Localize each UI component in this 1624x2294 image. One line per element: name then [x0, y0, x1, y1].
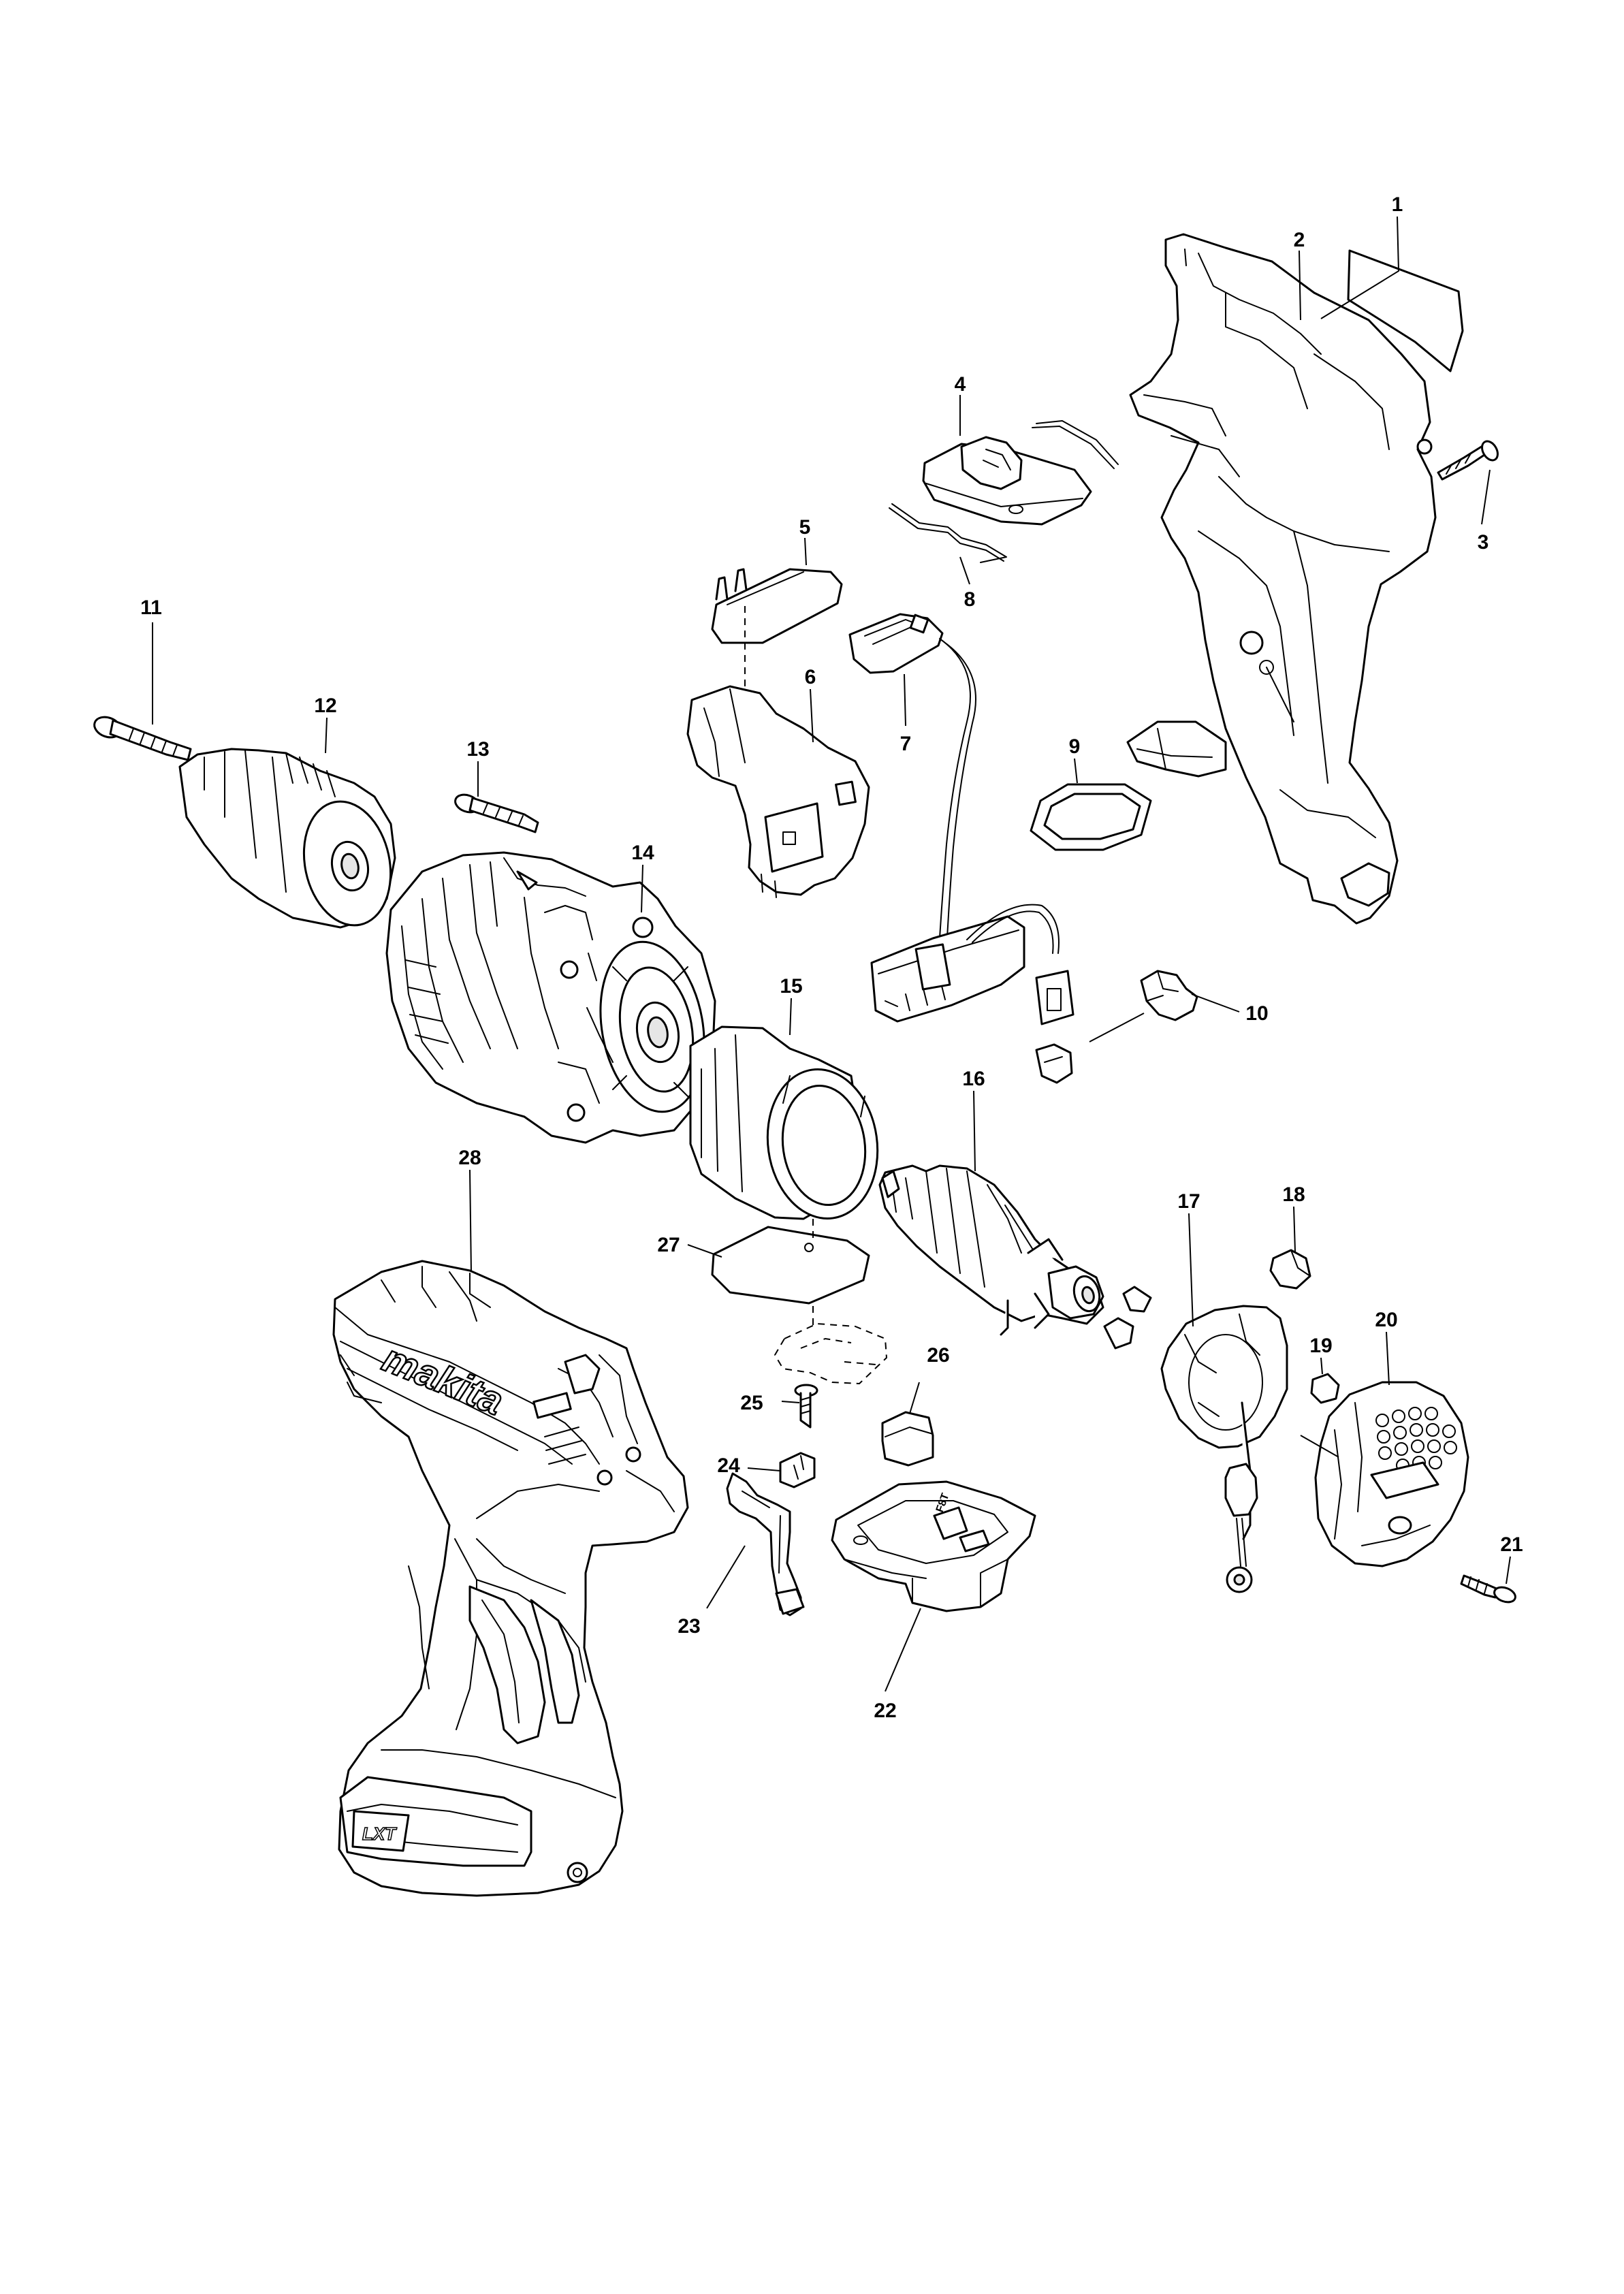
part-7-led-circuit	[848, 613, 1074, 1025]
callout-13: 13	[466, 738, 489, 761]
callout-19: 19	[1309, 1335, 1332, 1357]
part-27-insulation-pad	[711, 1219, 888, 1385]
callout-24: 24	[717, 1454, 740, 1477]
part-14-gear-assembly	[385, 851, 716, 1144]
callout-21: 21	[1500, 1533, 1523, 1556]
part-11-chuck-screw	[93, 716, 192, 761]
callout-9: 9	[1069, 735, 1081, 758]
part-4-reverse-switch-lever	[922, 420, 1119, 526]
callout-2: 2	[1294, 229, 1305, 251]
part-3-screw	[1437, 440, 1499, 481]
callout-27: 27	[657, 1234, 680, 1256]
part-19-carbon-brush	[1310, 1373, 1340, 1404]
callout-17: 17	[1177, 1190, 1200, 1213]
callout-23: 23	[678, 1615, 700, 1638]
callout-3: 3	[1478, 531, 1489, 554]
callout-6: 6	[805, 666, 816, 688]
callout-7: 7	[900, 733, 912, 755]
part-26-sponge	[881, 1411, 934, 1467]
callout-25: 25	[740, 1392, 763, 1414]
callout-15: 15	[780, 975, 802, 998]
callout-14: 14	[631, 842, 654, 864]
callout-12: 12	[314, 695, 336, 717]
callout-numbers: 1 2 3 4 5 6 7 8 9 10 11 12 13 14 15 16 1…	[140, 193, 1523, 1722]
part-2-housing-right	[1126, 233, 1437, 925]
part-24-sponge	[779, 1452, 816, 1488]
part-13-screw	[454, 793, 539, 833]
callout-20: 20	[1375, 1309, 1397, 1331]
part-21-screw	[1460, 1574, 1516, 1604]
callout-4: 4	[955, 373, 966, 396]
callout-1: 1	[1392, 193, 1403, 216]
part-5-switch-actuator	[711, 568, 843, 712]
part-6-switch	[686, 685, 870, 898]
part-18-brush-spring	[1269, 1249, 1311, 1290]
part-1-label-plate	[1347, 249, 1464, 372]
part-15-stator-magnet	[689, 1025, 879, 1220]
part-9-led-lens	[1030, 783, 1152, 851]
callout-10: 10	[1245, 1002, 1268, 1025]
part-17-brush-holder	[1103, 1286, 1288, 1593]
callout-22: 22	[874, 1700, 896, 1722]
leader-lines	[152, 216, 1511, 1692]
part-22-switch-box: F8T	[831, 1480, 1036, 1612]
rear-cover-vent-grid	[1375, 1407, 1457, 1472]
lxt-badge: LXT	[362, 1823, 397, 1844]
part-16-armature	[878, 1164, 1104, 1336]
part-25-screw	[794, 1384, 818, 1429]
callout-11: 11	[140, 596, 162, 619]
part-10-connector	[1035, 970, 1198, 1084]
callout-26: 26	[927, 1344, 949, 1367]
part-12-drill-chuck	[178, 748, 396, 929]
callout-5: 5	[799, 516, 811, 539]
callout-18: 18	[1282, 1183, 1305, 1206]
part-23-terminal	[726, 1472, 805, 1616]
part-8-spring	[889, 503, 1007, 563]
part-20-rear-cover	[1314, 1381, 1469, 1567]
callout-16: 16	[962, 1068, 985, 1090]
callout-28: 28	[458, 1147, 481, 1169]
callout-8: 8	[964, 588, 976, 611]
part-28-housing-left: LXT makita	[332, 1260, 689, 1897]
